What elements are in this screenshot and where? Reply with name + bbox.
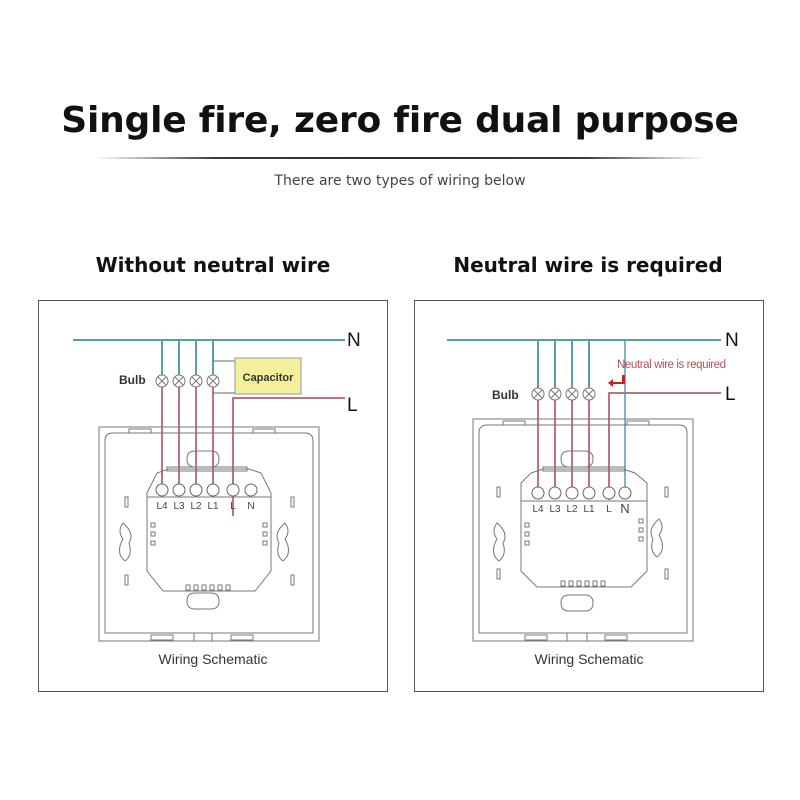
- bulb-label: Bulb: [492, 388, 519, 402]
- live-line: [232, 397, 345, 516]
- left-panel-heading: Without neutral wire: [95, 253, 331, 277]
- bulb-neutral-drops: [161, 340, 214, 375]
- bulb-icon: [206, 374, 220, 388]
- terminal-labels: L4 L3 L2 L1 L N: [532, 501, 629, 516]
- wiring-panel-no-neutral: N L Capacitor Bulb: [38, 300, 388, 692]
- switch-backplate: [98, 426, 320, 642]
- live-line: [608, 392, 721, 500]
- terminal-label-n: N: [247, 501, 254, 512]
- capacitor-label: Capacitor: [243, 372, 294, 384]
- live-label: L: [725, 384, 736, 405]
- terminal-label-l2: L2: [566, 504, 578, 515]
- terminal-screws: [531, 486, 632, 500]
- neutral-label: N: [347, 330, 361, 351]
- terminal-screw: [531, 486, 545, 500]
- neutral-label: N: [725, 330, 739, 351]
- right-panel-heading: Neutral wire is required: [453, 253, 723, 277]
- terminal-screw: [618, 486, 632, 500]
- page-title: Single fire, zero fire dual purpose: [61, 100, 739, 141]
- bulb-label: Bulb: [119, 373, 146, 387]
- bulb-icon: [582, 387, 596, 401]
- terminal-label-l1: L1: [583, 504, 595, 515]
- terminal-labels: L4 L3 L2 L1 L N: [156, 501, 254, 512]
- terminal-label-l4: L4: [156, 501, 168, 512]
- terminal-label-l1: L1: [207, 501, 219, 512]
- terminal-screw: [602, 486, 616, 500]
- bulb-neutral-drops: [537, 340, 590, 388]
- bulb-icon: [172, 374, 186, 388]
- terminal-screw: [172, 483, 186, 497]
- terminal-screw: [548, 486, 562, 500]
- terminal-screw: [582, 486, 596, 500]
- terminal-label-l: L: [230, 501, 236, 512]
- bulb-icon: [565, 387, 579, 401]
- right-caption: Wiring Schematic: [534, 651, 644, 667]
- terminal-label-l4: L4: [532, 504, 544, 515]
- terminal-label-n: N: [620, 501, 629, 516]
- terminal-screws: [155, 483, 258, 497]
- wiring-panel-with-neutral: N L Neutral wire is required Bulb: [414, 300, 764, 692]
- terminal-screw: [206, 483, 220, 497]
- load-wires: [537, 400, 590, 493]
- bulb-icon: [548, 387, 562, 401]
- terminal-label-l: L: [606, 504, 612, 515]
- capacitor-box: [234, 357, 302, 395]
- terminal-label-l3: L3: [173, 501, 185, 512]
- terminal-screw: [226, 483, 240, 497]
- terminal-screw: [244, 483, 258, 497]
- return-arrow-icon: [608, 375, 625, 387]
- switch-backplate: [472, 418, 694, 642]
- wiring-diagram-with-neutral: N L Neutral wire is required Bulb: [447, 330, 739, 642]
- bulb-icon: [189, 374, 203, 388]
- bulb-icon: [531, 387, 545, 401]
- title-divider: [95, 157, 705, 159]
- terminal-screw: [189, 483, 203, 497]
- bulb-icons: [531, 387, 596, 401]
- neutral-required-annotation: Neutral wire is required: [617, 359, 726, 371]
- terminal-label-l3: L3: [549, 504, 561, 515]
- terminal-screw: [565, 486, 579, 500]
- left-caption: Wiring Schematic: [158, 651, 268, 667]
- terminal-screw: [155, 483, 169, 497]
- live-label: L: [347, 395, 358, 416]
- terminal-label-l2: L2: [190, 501, 202, 512]
- bulb-icons: [155, 374, 220, 388]
- bulb-icon: [155, 374, 169, 388]
- wiring-diagram-no-neutral: N L Capacitor Bulb: [73, 330, 361, 642]
- load-wires: [161, 387, 214, 493]
- page-subtitle: There are two types of wiring below: [274, 173, 526, 189]
